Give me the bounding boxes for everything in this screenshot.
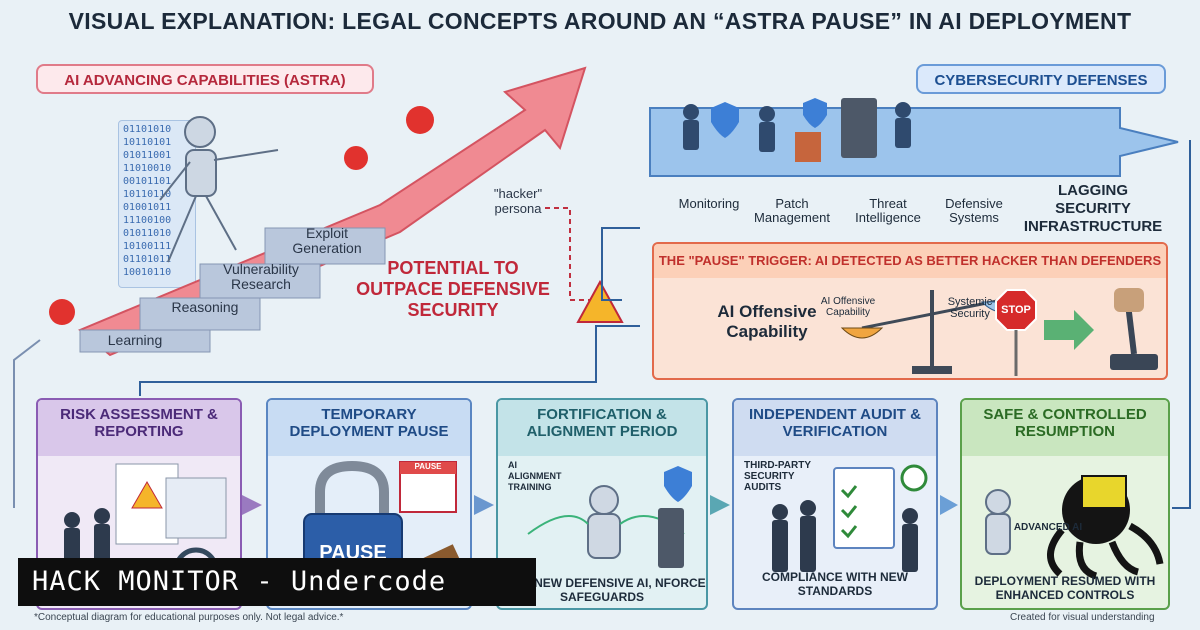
cyber-defender-illustration — [683, 98, 911, 162]
binary-line: 10110101 — [123, 137, 172, 148]
shield-icon — [711, 102, 739, 138]
process-step-resumption: SAFE & CONTROLLED RESUMPTION ADVANCED AI… — [960, 398, 1170, 610]
page-title: VISUAL EXPLANATION: LEGAL CONCEPTS AROUN… — [68, 8, 1132, 34]
devil-icon — [406, 106, 434, 134]
cyber-item-threat-intelligence: Threat Intelligence — [855, 196, 921, 225]
binary-line: 01011001 — [123, 150, 172, 161]
binary-line: 10110110 — [123, 189, 172, 200]
cyber-item-defensive-systems: Defensive Systems — [945, 196, 1003, 225]
brick-wall — [795, 132, 821, 162]
third-party-audits-label: THIRD-PARTY SECURITY AUDITS — [744, 460, 811, 493]
robot-figure — [159, 116, 279, 263]
binary-line: 01101010 — [123, 124, 172, 135]
devil-icon — [49, 299, 75, 325]
process-arrow-3 — [710, 495, 730, 515]
watermark-banner: HACK MONITOR - Undercode — [18, 558, 536, 606]
server-rack — [841, 98, 877, 158]
laptop-icon — [1081, 475, 1127, 509]
process-caption: COMPLIANCE WITH NEW STANDARDS — [762, 570, 908, 598]
footer-disclaimer: *Conceptual diagram for educational purp… — [34, 612, 344, 623]
binary-line: 11100100 — [123, 215, 172, 226]
devil-icon — [344, 146, 368, 170]
alignment-training-label: AI ALIGNMENT TRAINING — [508, 460, 562, 492]
calendar-label: PAUSE — [414, 462, 442, 471]
outpace-text: POTENTIAL TO OUTPACE DEFENSIVE SECURITY — [356, 258, 550, 320]
process-arrow-1 — [242, 495, 262, 515]
process-caption: DEPLOYMENT RESUMED WITH ENHANCED CONTROL… — [974, 574, 1156, 602]
ai-section-label: AI ADVANCING CAPABILITIES (ASTRA) — [36, 64, 374, 94]
process-title: SAFE & CONTROLLED RESUMPTION — [962, 400, 1168, 456]
advanced-ai-label: ADVANCED AI — [1013, 522, 1083, 533]
process-title: TEMPORARY DEPLOYMENT PAUSE — [268, 400, 470, 456]
process-arrow-2 — [474, 495, 494, 515]
trigger-heading: THE "PAUSE" TRIGGER: AI DETECTED AS BETT… — [654, 244, 1166, 278]
audit-clipboard-illustration — [772, 464, 928, 572]
process-title: FORTIFICATION & ALIGNMENT PERIOD — [498, 400, 706, 456]
binary-panel: 01101010 10110101 01011001 11010010 0010… — [118, 120, 196, 288]
step-learning: Learning — [107, 332, 163, 348]
binary-line: 11010010 — [123, 163, 172, 174]
stop-label: STOP — [1001, 304, 1031, 316]
binary-line: 00101101 — [123, 176, 172, 187]
shield-icon — [803, 98, 827, 128]
resumption-illustration — [985, 475, 1164, 580]
lever-hand-icon — [1044, 288, 1158, 370]
step-reasoning: Reasoning — [171, 299, 239, 315]
cyber-section-label: CYBERSECURITY DEFENSES — [916, 64, 1166, 94]
scale-right-label: Systemic Security — [947, 296, 993, 320]
scale-left-label: AI Offensive Capability — [820, 296, 876, 318]
process-step-audit: INDEPENDENT AUDIT & VERIFICATION THIRD-P… — [732, 398, 938, 610]
stop-sign-icon — [995, 289, 1037, 376]
step-exploit-generation: Exploit Generation — [292, 225, 362, 256]
footer-created: Created for visual understanding — [1010, 612, 1155, 623]
binary-line: 10100111 — [123, 241, 172, 252]
process-title: RISK ASSESSMENT & REPORTING — [38, 400, 240, 456]
process-caption: ELOP NEW DEFENSIVE AI, NFORCE SAFEGUARDS — [498, 576, 706, 604]
binary-line: 01001011 — [123, 202, 172, 213]
cyber-item-monitoring: Monitoring — [678, 196, 740, 211]
process-arrow-4 — [940, 495, 958, 515]
lagging-security-text: LAGGING SECURITY INFRASTRUCTURE — [1023, 182, 1163, 235]
step-block-exploit — [264, 227, 386, 265]
binary-line: 01101011 — [123, 254, 172, 265]
binary-line: 10010110 — [123, 267, 172, 278]
robot-training-illustration — [527, 466, 692, 568]
pause-trigger-panel: THE "PAUSE" TRIGGER: AI DETECTED AS BETT… — [652, 242, 1168, 380]
hacker-persona-label: "hacker" persona — [493, 186, 543, 216]
shield-icon — [664, 466, 692, 502]
warning-icon — [576, 279, 624, 323]
ai-offensive-capability-text: AI Offensive Capability — [717, 302, 817, 341]
step-vulnerability-research: Vulnerability Research — [223, 261, 299, 292]
cyber-item-patch-management: Patch Management — [754, 196, 830, 225]
process-title: INDEPENDENT AUDIT & VERIFICATION — [734, 400, 936, 456]
binary-line: 01011010 — [123, 228, 172, 239]
devil-icons — [49, 106, 434, 325]
